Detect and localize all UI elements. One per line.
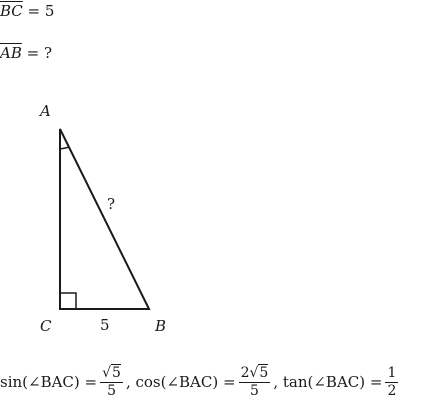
tan-lhs: , tan(∠BAC) = <box>273 373 383 392</box>
vertex-a-label: A <box>38 102 51 120</box>
given-bc-equation: BC = 5 <box>0 2 54 20</box>
given-ab-value: = ? <box>21 44 53 62</box>
triangle-abc <box>59 128 151 310</box>
tan-numerator: 1 <box>385 365 399 383</box>
sin-fraction: √5 5 <box>100 364 123 399</box>
side-ab-length: ? <box>107 195 115 213</box>
cos-radicand: 5 <box>258 364 269 381</box>
cos-numerator: 2√5 <box>238 364 271 383</box>
angle-a-arc <box>59 146 70 150</box>
cos-lhs: , cos(∠BAC) = <box>125 373 236 392</box>
tan-denominator: 2 <box>387 382 397 399</box>
cos-coefficient: 2 <box>240 365 250 381</box>
given-ab-equation: AB = ? <box>0 44 52 62</box>
segment-ab-label: AB <box>0 44 22 62</box>
sin-numerator: √5 <box>100 364 123 383</box>
tan-fraction: 1 2 <box>385 365 399 399</box>
trig-ratios: sin(∠BAC) = √5 5 , cos(∠BAC) = 2√5 5 , t… <box>0 364 401 399</box>
cos-fraction: 2√5 5 <box>238 364 271 399</box>
side-cb-length: 5 <box>100 316 110 334</box>
sin-lhs: sin(∠BAC) = <box>0 373 98 392</box>
sin-radicand: 5 <box>111 364 121 381</box>
given-bc-value: = 5 <box>22 2 55 20</box>
sin-denominator: 5 <box>107 382 116 399</box>
vertex-c-label: C <box>40 317 52 335</box>
cos-denominator: 5 <box>249 382 259 399</box>
right-angle-marker <box>60 292 77 309</box>
segment-bc-label: BC <box>0 2 23 20</box>
sqrt-symbol: √ <box>102 365 112 381</box>
vertex-b-label: B <box>154 317 166 335</box>
sqrt-symbol: √ <box>249 365 259 381</box>
